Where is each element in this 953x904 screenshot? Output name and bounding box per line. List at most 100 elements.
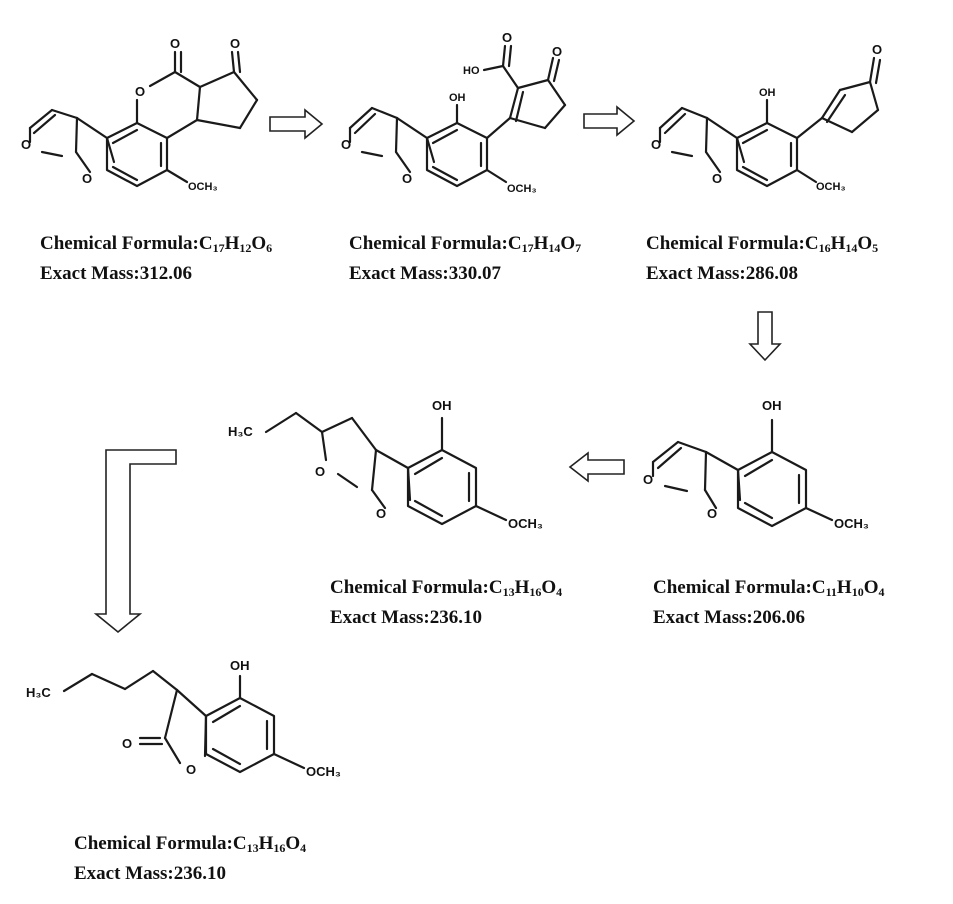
structure-3	[658, 56, 882, 188]
atom-o: O	[315, 464, 325, 479]
chemical-formula: C11H10O4	[812, 577, 885, 598]
mass-line: Exact Mass:236.10	[74, 863, 226, 884]
formula-element: O	[541, 577, 557, 598]
formula-subscript: 14	[548, 241, 561, 255]
chemical-formula: C13H16O4	[233, 833, 306, 854]
atom-o: O	[707, 506, 717, 521]
atom-oh: OH	[759, 87, 776, 99]
atom-oh: OH	[762, 398, 782, 413]
atom-oh: OH	[432, 398, 452, 413]
compound-caption-1: Chemical Formula:C17H12O6 Exact Mass:312…	[40, 229, 272, 289]
formula-element: H	[836, 577, 852, 598]
atom-o: O	[82, 171, 92, 186]
formula-subscript: 13	[502, 585, 515, 599]
chemical-formula: C13H16O4	[489, 577, 562, 598]
formula-subscript: 4	[878, 585, 885, 599]
mass-line: Exact Mass:330.07	[349, 263, 501, 284]
atom-o: O	[712, 171, 722, 186]
formula-element: C	[811, 577, 826, 598]
structure-1	[28, 50, 259, 188]
formula-subscript: 17	[212, 241, 225, 255]
atom-oh: OH	[449, 92, 466, 104]
chemical-formula: C17H14O7	[508, 233, 581, 254]
compound-caption-6: Chemical Formula:C13H16O4 Exact Mass:236…	[74, 829, 306, 889]
atom-o: O	[21, 137, 31, 152]
formula-subscript: 12	[239, 241, 252, 255]
atom-ho: HO	[463, 65, 480, 77]
formula-subscript: 4	[300, 841, 307, 855]
formula-element: O	[251, 233, 267, 254]
formula-subscript: 4	[556, 585, 563, 599]
arrow-left	[568, 451, 625, 483]
atom-oh: OH	[230, 658, 250, 673]
formula-element: H	[533, 233, 549, 254]
atom-o: O	[230, 36, 240, 51]
structure-4	[651, 418, 834, 528]
formula-subscript: 17	[521, 241, 534, 255]
atom-och3: OCH₃	[816, 181, 846, 193]
atom-o: O	[135, 84, 145, 99]
atom-o: O	[341, 137, 351, 152]
formula-element: O	[560, 233, 576, 254]
exact-mass: 236.10	[429, 607, 482, 628]
formula-element: C	[232, 833, 247, 854]
formula-line: Chemical Formula:C17H12O6	[40, 233, 273, 255]
atom-h3c: H₃C	[26, 685, 51, 700]
formula-subscript: 14	[845, 241, 858, 255]
atom-o: O	[651, 137, 661, 152]
formula-element: C	[198, 233, 213, 254]
structure-5	[264, 411, 508, 526]
atom-o: O	[170, 36, 180, 51]
formula-line: Chemical Formula:C17H14O7	[349, 233, 582, 255]
formula-subscript: 16	[529, 585, 542, 599]
exact-mass: 236.10	[173, 863, 226, 884]
formula-element: C	[804, 233, 819, 254]
chemical-formula: C17H12O6	[199, 233, 272, 254]
formula-subscript: 13	[246, 841, 259, 855]
formula-subscript: 7	[575, 241, 582, 255]
exact-mass: 330.07	[448, 263, 501, 284]
atom-o: O	[376, 506, 386, 521]
arrow-right-1	[269, 108, 324, 140]
atom-o: O	[502, 30, 512, 45]
formula-element: O	[857, 233, 873, 254]
formula-element: C	[488, 577, 503, 598]
exact-mass: 286.08	[745, 263, 798, 284]
atom-o: O	[402, 171, 412, 186]
formula-element: H	[830, 233, 846, 254]
formula-subscript: 16	[273, 841, 286, 855]
formula-element: H	[224, 233, 240, 254]
compound-caption-3: Chemical Formula:C16H14O5 Exact Mass:286…	[646, 229, 878, 289]
compound-caption-5: Chemical Formula:C13H16O4 Exact Mass:236…	[330, 573, 562, 633]
formula-element: O	[863, 577, 879, 598]
formula-subscript: 6	[266, 241, 273, 255]
formula-line: Chemical Formula:C16H14O5	[646, 233, 879, 255]
formula-line: Chemical Formula:C13H16O4	[74, 833, 307, 855]
exact-mass: 312.06	[139, 263, 192, 284]
atom-o: O	[552, 44, 562, 59]
formula-element: O	[285, 833, 301, 854]
compound-caption-2: Chemical Formula:C17H14O7 Exact Mass:330…	[349, 229, 581, 289]
mass-line: Exact Mass:312.06	[40, 263, 192, 284]
structure-6	[62, 669, 306, 774]
atom-och3: OCH₃	[508, 516, 543, 531]
formula-subscript: 11	[825, 585, 837, 599]
arrow-down	[748, 311, 782, 362]
formula-element: C	[507, 233, 522, 254]
atom-o: O	[643, 472, 653, 487]
formula-element: H	[258, 833, 274, 854]
formula-line: Chemical Formula:C13H16O4	[330, 577, 563, 599]
formula-line: Chemical Formula:C11H10O4	[653, 577, 885, 599]
atom-och3: OCH₃	[188, 181, 218, 193]
atom-och3: OCH₃	[306, 764, 341, 779]
atom-och3: OCH₃	[507, 183, 537, 195]
atom-o: O	[872, 42, 882, 57]
formula-subscript: 16	[818, 241, 831, 255]
chemical-formula: C16H14O5	[805, 233, 878, 254]
atom-h3c: H₃C	[228, 424, 253, 439]
arrow-right-2	[583, 105, 636, 137]
formula-subscript: 5	[872, 241, 879, 255]
mass-line: Exact Mass:236.10	[330, 607, 482, 628]
